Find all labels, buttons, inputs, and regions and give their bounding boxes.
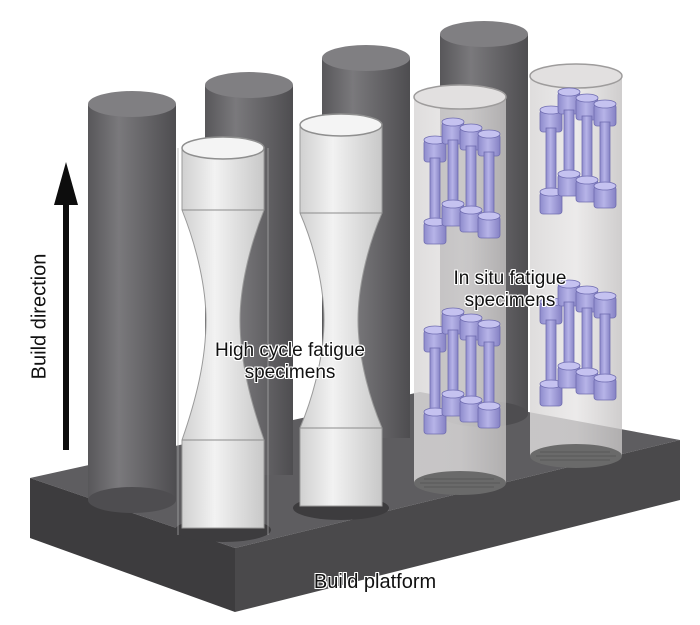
high-cycle-fatigue-label-line2: specimens — [244, 362, 336, 383]
in-situ-specimen — [575, 93, 599, 203]
in-situ-specimen — [423, 325, 447, 435]
build-direction-label: Build direction — [28, 253, 51, 380]
in-situ-specimen — [459, 123, 483, 233]
high-cycle-fatigue-label: High cycle fatigue specimens — [180, 340, 400, 384]
in-situ-specimen — [477, 319, 501, 429]
build-platform-label: Build platform — [313, 571, 437, 593]
in-situ-specimen — [441, 117, 465, 227]
in-situ-specimen — [575, 285, 599, 395]
platform-right-face — [235, 440, 680, 612]
platform-front — [30, 478, 235, 612]
in-situ-specimen — [539, 105, 563, 215]
in-situ-fatigue-label-line2: specimens — [464, 290, 556, 311]
in-situ-specimen — [557, 87, 581, 197]
solid-cylinder-front-left — [88, 91, 176, 513]
in-situ-specimens — [423, 87, 617, 435]
in-situ-specimen — [477, 129, 501, 239]
in-situ-specimen — [593, 99, 617, 209]
in-situ-specimen — [423, 135, 447, 245]
in-situ-specimen — [459, 313, 483, 423]
hcf-specimen-left — [175, 136, 271, 542]
in-situ-specimen — [593, 291, 617, 401]
build-direction-arrow — [54, 162, 78, 450]
hcf-specimen-right — [293, 113, 389, 520]
in-situ-specimen — [539, 297, 563, 407]
high-cycle-fatigue-label-line1: High cycle fatigue — [215, 340, 365, 361]
in-situ-fatigue-label-line1: In situ fatigue — [453, 268, 567, 289]
in-situ-fatigue-label: In situ fatigue specimens — [410, 268, 610, 312]
in-situ-specimen — [441, 307, 465, 417]
